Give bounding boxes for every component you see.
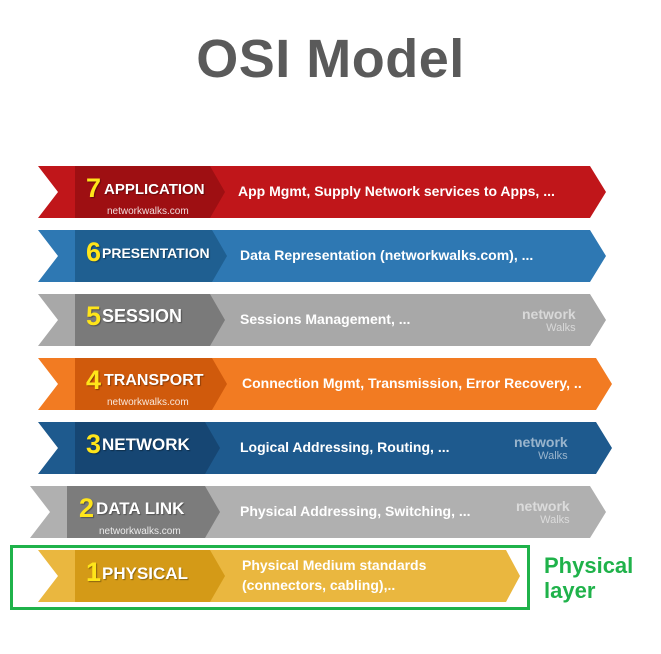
layer-3-number: 3 xyxy=(86,429,102,459)
layer-6-presentation: 6 PRESENTATION Data Representation (netw… xyxy=(0,226,661,288)
layer-4-description: Connection Mgmt, Transmission, Error Rec… xyxy=(242,375,582,391)
page-title: OSI Model xyxy=(196,29,465,89)
layer-7-name: APPLICATION xyxy=(104,181,205,198)
layer-1-description-line2: (connectors, cabling),.. xyxy=(242,577,396,593)
layer-4-watermark: networkwalks.com xyxy=(107,397,189,408)
physical-layer-highlight-box xyxy=(10,545,530,610)
layer-5-name: SESSION xyxy=(102,306,183,326)
layer-6-number: 6 xyxy=(86,237,102,267)
layer-5-description: Sessions Management, ... xyxy=(240,311,411,327)
layer-3-network: 3 NETWORK Logical Addressing, Routing, .… xyxy=(0,418,661,480)
layer-4-name: TRANSPORT xyxy=(104,372,204,389)
layer-7-application: 7 APPLICATION networkwalks.com App Mgmt,… xyxy=(0,162,661,224)
layer-2-name: DATA LINK xyxy=(96,499,185,518)
layer-2-networkwalks-logo: network Walks xyxy=(516,498,570,526)
layer-3-name: NETWORK xyxy=(102,435,190,454)
layer-5-band xyxy=(38,294,606,346)
layer-1-band xyxy=(38,550,520,602)
layer-6-name: PRESENTATION xyxy=(102,245,210,261)
layer-1-physical: 1 PHYSICAL Physical Medium standards (co… xyxy=(0,546,661,608)
layer-4-transport: 4 TRANSPORT networkwalks.com Connection … xyxy=(0,354,661,416)
layer-2-band xyxy=(30,486,606,538)
layer-6-description: Data Representation (networkwalks.com), … xyxy=(240,247,534,263)
layer-7-number: 7 xyxy=(86,173,102,203)
physical-layer-label: Physical layer xyxy=(544,553,634,603)
layer-1-name: PHYSICAL xyxy=(102,564,188,583)
layer-3-description: Logical Addressing, Routing, ... xyxy=(240,439,450,455)
layer-7-description: App Mgmt, Supply Network services to App… xyxy=(238,183,555,199)
layer-2-description: Physical Addressing, Switching, ... xyxy=(240,503,471,519)
layer-1-description-line1: Physical Medium standards xyxy=(242,557,427,573)
layer-5-session: 5 SESSION Sessions Management, ... netwo… xyxy=(0,290,661,352)
layer-2-number: 2 xyxy=(79,493,95,523)
layer-4-number: 4 xyxy=(86,365,102,395)
layer-1-number: 1 xyxy=(86,557,102,587)
layer-2-watermark: networkwalks.com xyxy=(99,526,181,537)
layer-6-band xyxy=(38,230,606,282)
layer-3-networkwalks-logo: network Walks xyxy=(514,434,568,462)
layer-7-watermark: networkwalks.com xyxy=(107,206,189,217)
layer-4-band xyxy=(38,358,612,410)
layer-7-band xyxy=(38,166,606,218)
layer-3-band xyxy=(38,422,612,474)
layer-2-data-link: 2 DATA LINK networkwalks.com Physical Ad… xyxy=(0,482,661,544)
layer-5-networkwalks-logo: network Walks xyxy=(522,306,576,334)
layer-5-number: 5 xyxy=(86,301,102,331)
